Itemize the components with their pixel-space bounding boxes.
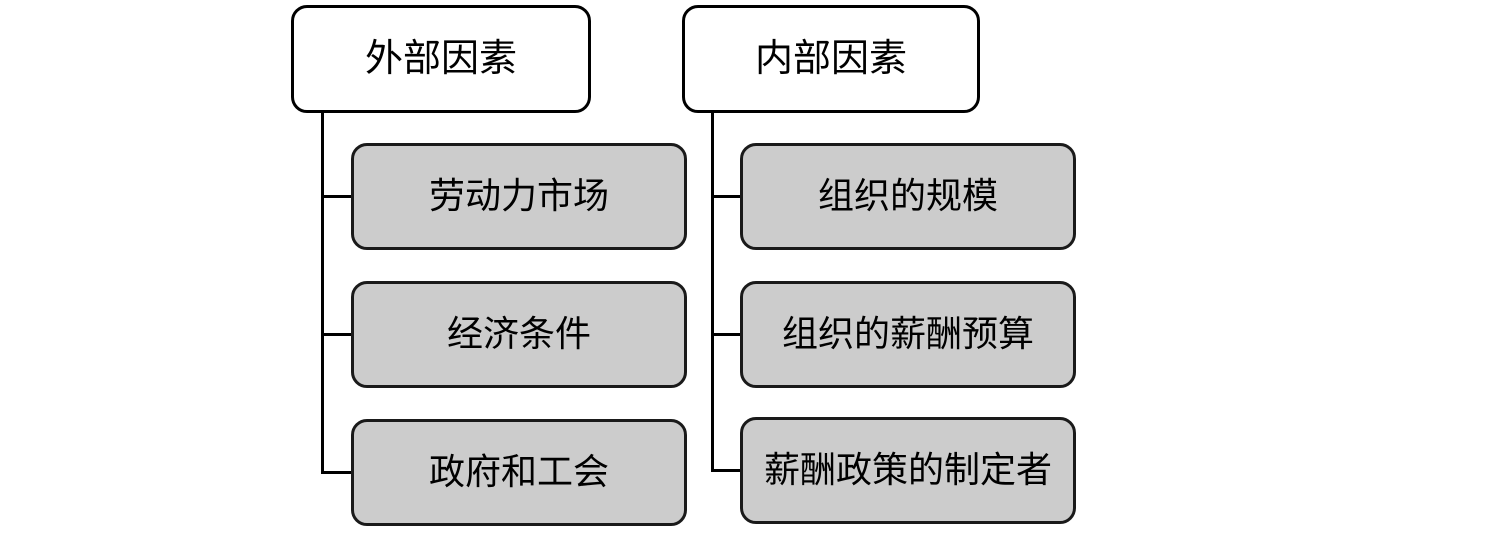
child-node-external-1[interactable]: 劳动力市场 bbox=[351, 143, 687, 250]
connector-stub-external-2 bbox=[321, 333, 353, 336]
child-node-external-3[interactable]: 政府和工会 bbox=[351, 419, 687, 526]
connector-stub-internal-1 bbox=[711, 195, 742, 198]
connector-trunk-external bbox=[321, 112, 324, 474]
connector-stub-internal-2 bbox=[711, 333, 742, 336]
child-node-internal-3[interactable]: 薪酬政策的制定者 bbox=[740, 417, 1076, 524]
connector-trunk-internal bbox=[711, 112, 714, 472]
connector-stub-internal-3 bbox=[711, 469, 742, 472]
connector-stub-external-1 bbox=[321, 195, 353, 198]
child-node-external-2[interactable]: 经济条件 bbox=[351, 281, 687, 388]
root-node-internal[interactable]: 内部因素 bbox=[682, 5, 980, 113]
child-node-internal-1[interactable]: 组织的规模 bbox=[740, 143, 1076, 250]
child-node-internal-2[interactable]: 组织的薪酬预算 bbox=[740, 281, 1076, 388]
root-node-external[interactable]: 外部因素 bbox=[291, 5, 591, 113]
connector-stub-external-3 bbox=[321, 471, 353, 474]
